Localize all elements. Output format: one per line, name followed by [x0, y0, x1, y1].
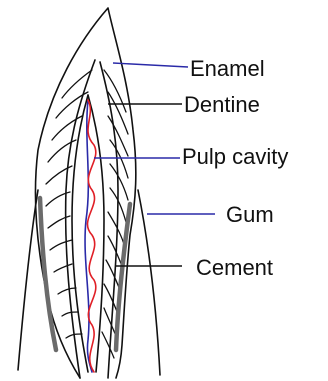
pulp-cavity-label: Pulp cavity — [182, 144, 288, 169]
enamel-leader — [113, 63, 188, 67]
dentine-label: Dentine — [184, 92, 260, 117]
cement-layer — [40, 198, 130, 350]
gum-label: Gum — [226, 202, 274, 227]
enamel-label: Enamel — [190, 56, 265, 81]
cement-label: Cement — [196, 255, 273, 280]
